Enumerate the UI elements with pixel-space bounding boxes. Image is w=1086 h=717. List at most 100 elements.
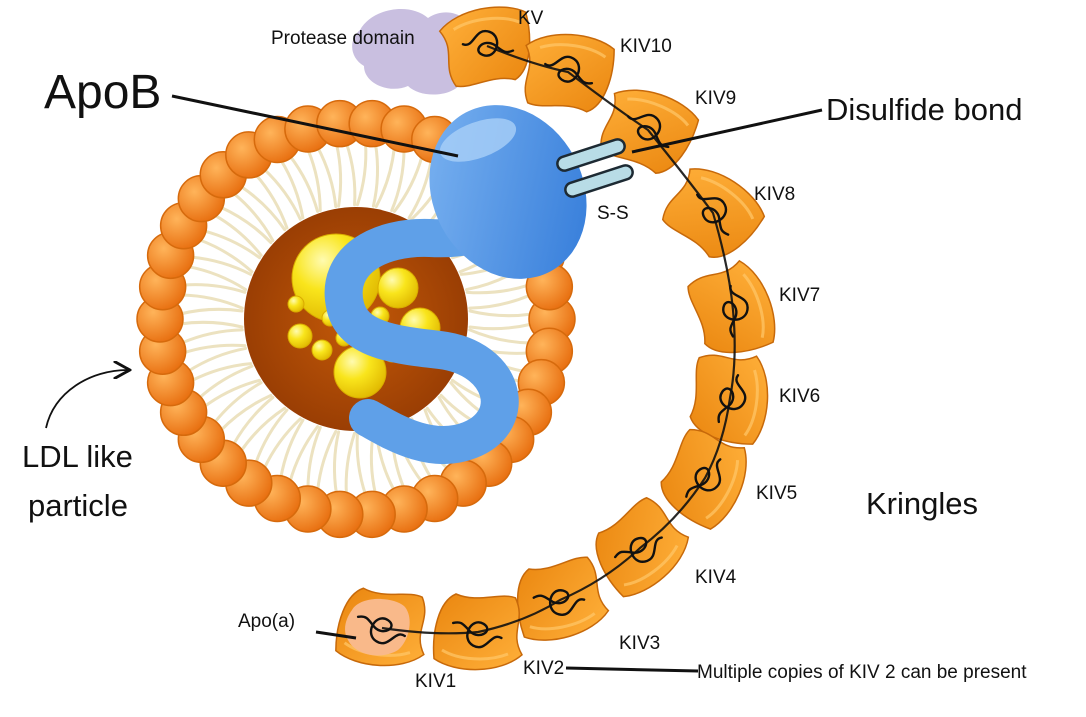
lipid-tail — [180, 328, 244, 345]
kringle-coil — [461, 29, 515, 57]
kringle-label-kiv4: KIV4 — [695, 567, 737, 588]
lipid-tail — [392, 154, 424, 213]
disulfide-bar-top — [556, 138, 626, 172]
lipid-tail — [231, 395, 275, 447]
kringle-domain — [687, 259, 776, 354]
lipid-tail — [189, 362, 253, 383]
lipid-tail — [178, 307, 244, 316]
kringle-label-kiv3: KIV3 — [619, 633, 660, 654]
kringle-coil — [451, 621, 503, 649]
lipid-tail — [468, 293, 532, 310]
lipid-tail — [465, 283, 531, 295]
lipid-tail — [218, 393, 273, 433]
lipid-tail — [202, 378, 262, 409]
apoa-patch — [345, 598, 410, 656]
lipid-tail — [374, 145, 396, 209]
kringle-highlight — [452, 16, 520, 31]
kringle-body — [687, 259, 776, 354]
lipid-tail — [186, 265, 248, 292]
coil-strand — [613, 536, 663, 563]
multiple-copies-label: Multiple copies of KIV 2 can be present — [697, 662, 1027, 683]
ldl-arrow — [45, 370, 128, 429]
coil-strand — [717, 374, 747, 424]
kringle-coils — [356, 29, 749, 649]
kringle-label-kiv1: KIV1 — [415, 671, 456, 692]
lipid-tail — [254, 172, 289, 230]
kringle-label-kiv10: KIV10 — [620, 36, 672, 57]
lipid-tail — [288, 154, 320, 213]
kringle-coil — [613, 536, 663, 563]
apob-protein — [324, 105, 587, 464]
lipid-tail — [407, 158, 433, 220]
ss-label: S-S — [597, 203, 629, 224]
lipid-tail — [231, 191, 275, 243]
lipid-tail — [218, 205, 273, 245]
apob-label: ApoB — [44, 66, 161, 119]
lipid-droplet — [287, 295, 305, 313]
kringle-label-kiv7: KIV7 — [779, 285, 820, 306]
kringle-highlight — [627, 97, 690, 127]
disulfide-leader-line — [631, 108, 823, 154]
kringle-coil — [696, 193, 730, 236]
kringle-highlight — [623, 544, 679, 587]
lipid-tail — [334, 142, 343, 208]
kringle-chain — [335, 6, 776, 671]
coil-strand — [544, 55, 594, 85]
labels: Protease domain ApoB Disulfide bond S-S … — [22, 8, 1027, 692]
kringle-label-kiv9: KIV9 — [695, 88, 736, 109]
kringles-label: Kringles — [866, 486, 978, 521]
kringle-coil — [685, 458, 722, 498]
coil-strand — [685, 458, 722, 498]
lipid-tail — [306, 426, 322, 490]
kringle-highlight — [441, 648, 509, 661]
lipid-tail — [178, 320, 244, 329]
kiv2-leader-line — [565, 666, 699, 673]
protease-domain-label: Protease domain — [271, 28, 415, 49]
lipid-tail — [288, 425, 320, 484]
apoa-leader-line — [315, 630, 357, 640]
lipid-tail — [468, 328, 532, 345]
lipid-tail — [355, 141, 368, 207]
lipid-tail — [371, 142, 380, 208]
connecting-strand — [381, 44, 736, 635]
lipid-tail — [197, 364, 254, 400]
kringle-coil — [532, 589, 586, 616]
kringle-highlight — [700, 176, 755, 220]
apob-highlight — [439, 118, 517, 162]
kringle-highlight — [529, 612, 596, 631]
lipid-tail — [212, 213, 263, 257]
lipid-tail — [468, 322, 534, 331]
apoa-label: Apo(a) — [238, 611, 295, 632]
kringle-highlight — [705, 459, 740, 520]
lipid-tail — [202, 229, 262, 260]
kringle-highlight — [539, 43, 607, 59]
disulfide-bond-label: Disulfide bond — [826, 92, 1022, 127]
lipid-tail — [262, 417, 302, 471]
apob-tail — [324, 181, 525, 464]
lipid-tail — [180, 293, 244, 310]
leader-lines — [45, 94, 823, 673]
kringle-label-kiv2: KIV2 — [523, 658, 564, 679]
lipid-tail — [262, 167, 302, 221]
coil-strand — [461, 29, 515, 57]
kringle-coil — [717, 374, 747, 424]
lipid-tail — [238, 184, 287, 232]
kringle-label-kiv5: KIV5 — [756, 483, 797, 504]
kringle-body — [438, 6, 531, 88]
coil-strand — [532, 589, 586, 616]
lipid-tail — [316, 145, 338, 209]
lipid-tail — [238, 406, 287, 454]
coil-strand — [696, 193, 730, 236]
lipid-tail — [212, 381, 263, 425]
kringle-highlight — [743, 369, 759, 437]
kringle-coil — [356, 615, 406, 645]
lipid-tail — [332, 430, 341, 496]
lipid-droplet — [377, 267, 419, 309]
lipid-tail — [186, 346, 248, 373]
kringle-coil — [544, 55, 594, 85]
lipid-tail — [197, 238, 254, 274]
kringle-highlight — [742, 273, 765, 338]
coil-strand — [356, 615, 406, 645]
kringle-label-kiv8: KIV8 — [754, 184, 795, 205]
